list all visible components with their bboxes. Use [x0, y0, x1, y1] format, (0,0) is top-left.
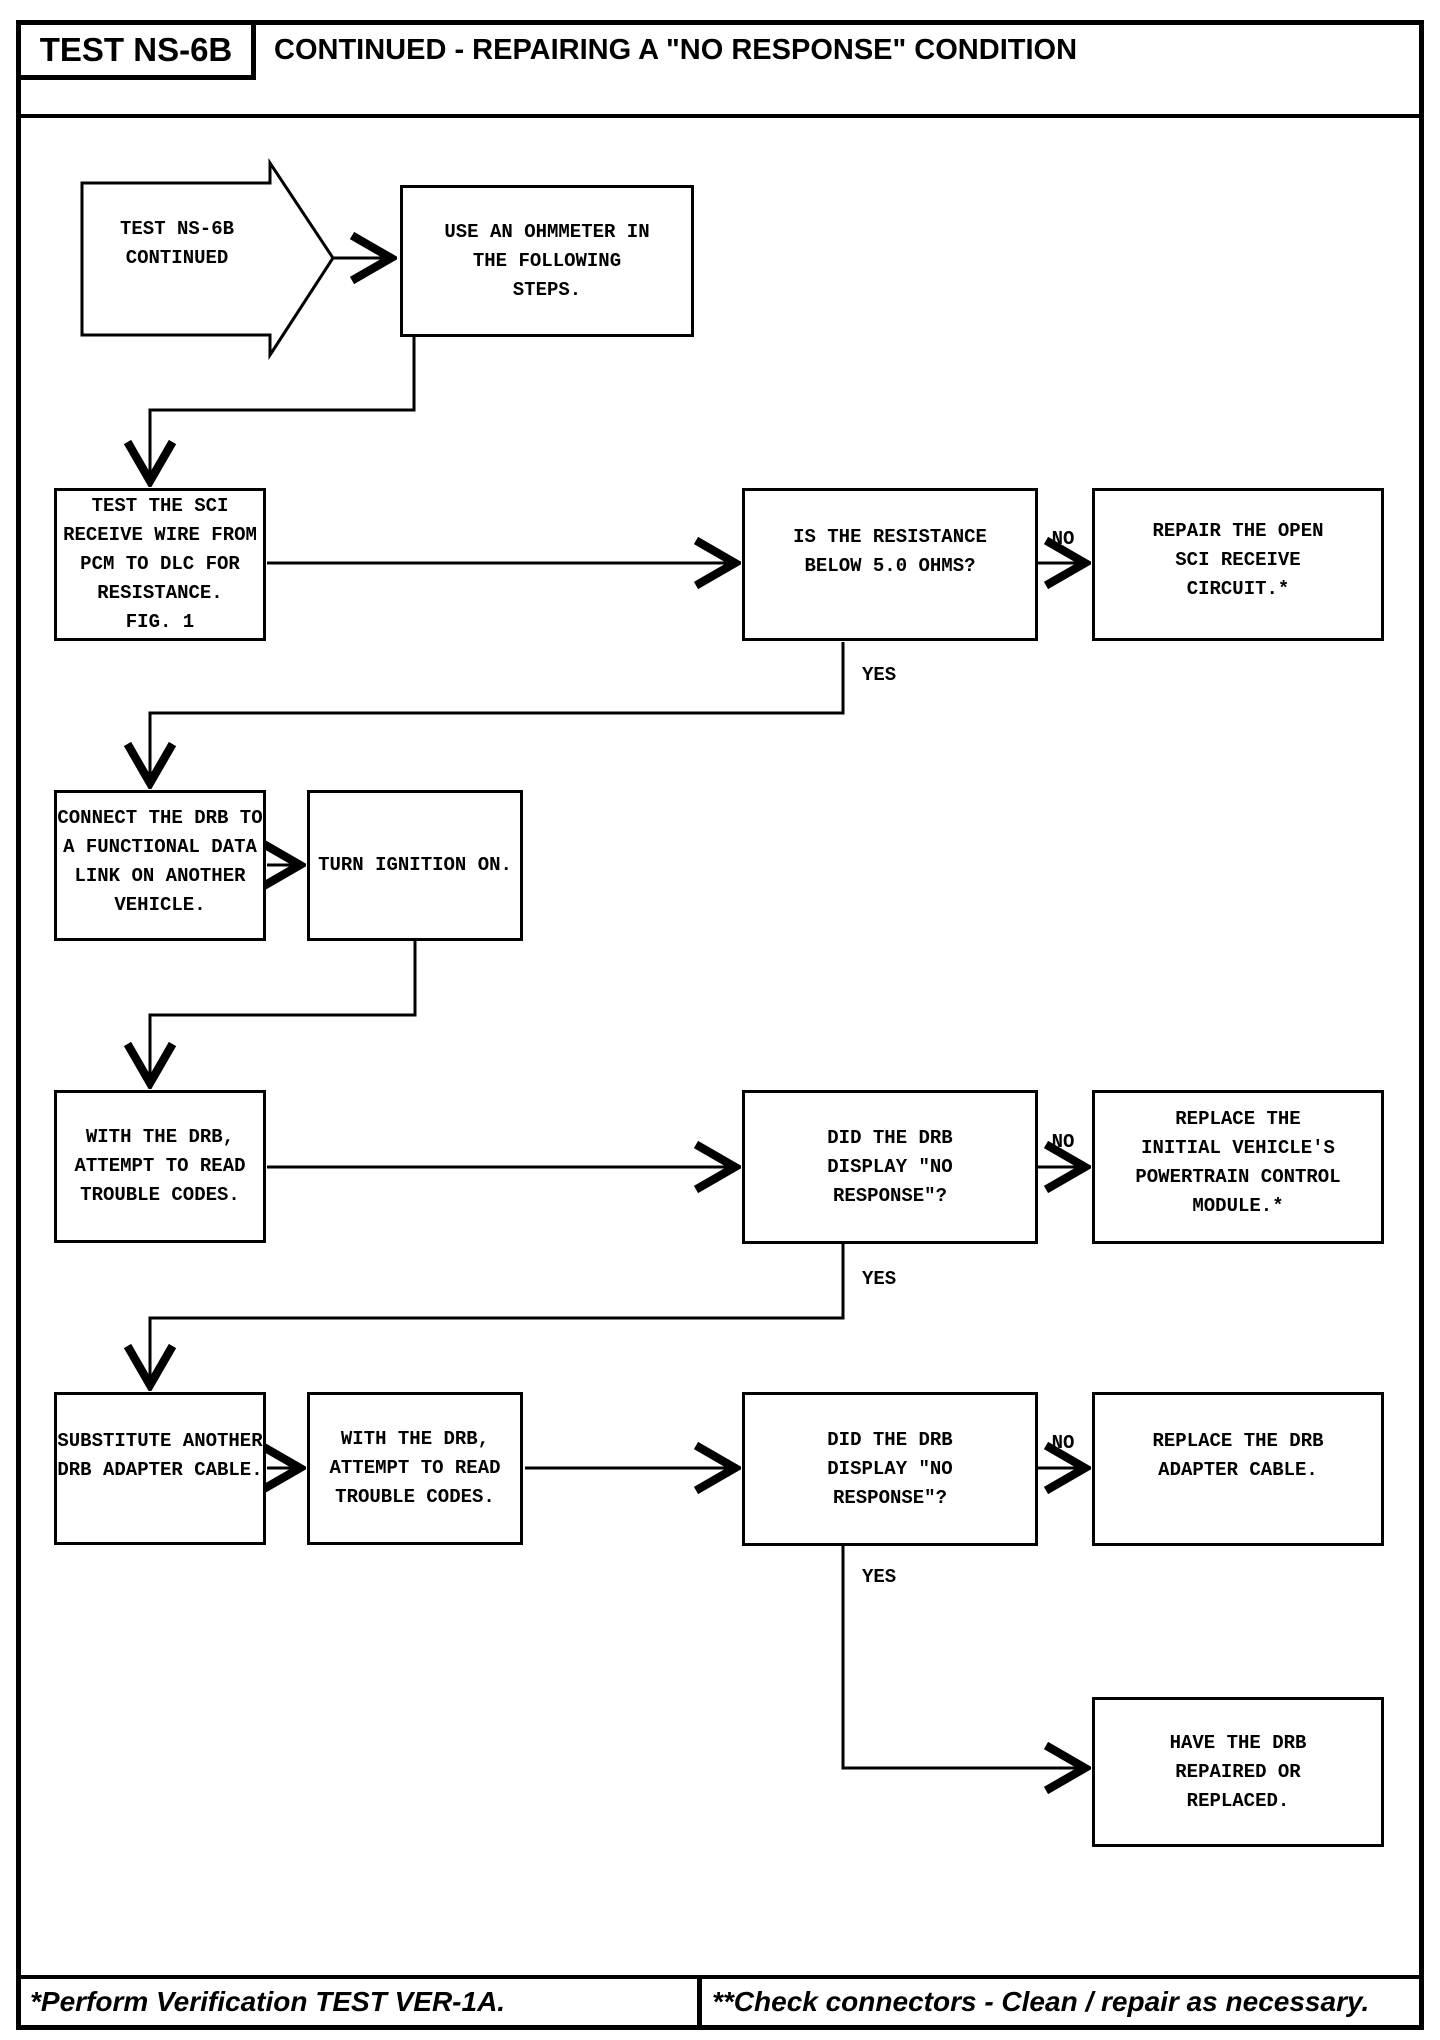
start-block-arrow	[80, 158, 335, 361]
edge-label-no-2: NO	[1051, 1131, 1075, 1153]
node-substitute-adapter-cable: SUBSTITUTE ANOTHER DRB ADAPTER CABLE.	[54, 1392, 266, 1545]
footnote-check-connectors: **Check connectors - Clean / repair as n…	[712, 1986, 1370, 2017]
test-id: TEST NS-6B	[39, 31, 233, 68]
test-id-box: TEST NS-6B	[16, 20, 256, 80]
edge-yes3	[841, 1546, 1082, 1768]
edge-ignition-to-read1	[150, 941, 417, 1080]
node-repair-open-sci-receive-circuit: REPAIR THE OPEN SCI RECEIVE CIRCUIT.*	[1092, 488, 1384, 641]
node-attempt-read-trouble-codes-1: WITH THE DRB, ATTEMPT TO READ TROUBLE CO…	[54, 1090, 266, 1243]
node-replace-drb-adapter-cable: REPLACE THE DRB ADAPTER CABLE.	[1092, 1392, 1384, 1546]
node-did-drb-display-no-response-1: DID THE DRB DISPLAY "NO RESPONSE"?	[742, 1090, 1038, 1244]
node-did-drb-display-no-response-2: DID THE DRB DISPLAY "NO RESPONSE"?	[742, 1392, 1038, 1546]
header-separator-line	[16, 114, 1424, 118]
node-turn-ignition-on: TURN IGNITION ON.	[307, 790, 523, 941]
node-attempt-read-trouble-codes-2: WITH THE DRB, ATTEMPT TO READ TROUBLE CO…	[307, 1392, 523, 1545]
page-title: CONTINUED - REPAIRING A "NO RESPONSE" CO…	[274, 33, 1078, 66]
node-have-drb-repaired: HAVE THE DRB REPAIRED OR REPLACED.	[1092, 1697, 1384, 1847]
page-border	[16, 20, 1424, 2030]
node-is-resistance-below-5-ohms: IS THE RESISTANCE BELOW 5.0 OHMS?	[742, 488, 1038, 641]
start-arrow-label: TEST NS-6B CONTINUED	[119, 218, 235, 269]
node-test-sci-receive-wire: TEST THE SCI RECEIVE WIRE FROM PCM TO DL…	[54, 488, 266, 641]
node-replace-powertrain-control-module: REPLACE THE INITIAL VEHICLE'S POWERTRAIN…	[1092, 1090, 1384, 1244]
edge-ohmmeter-to-sci	[150, 337, 416, 478]
edge-label-yes-1: YES	[862, 664, 897, 686]
footer-separator-line	[16, 1975, 1424, 1979]
footer-divider	[697, 1975, 702, 2030]
edge-yes2	[150, 1244, 845, 1382]
footnote-verification: *Perform Verification TEST VER-1A.	[30, 1986, 506, 2017]
node-use-ohmmeter: USE AN OHMMETER IN THE FOLLOWING STEPS.	[400, 185, 694, 337]
edge-yes1	[150, 642, 845, 780]
edge-label-no-1: NO	[1051, 528, 1075, 550]
edge-label-yes-3: YES	[862, 1566, 897, 1588]
edge-label-no-3: NO	[1051, 1432, 1075, 1454]
edge-label-yes-2: YES	[862, 1268, 897, 1290]
node-connect-drb-another-vehicle: CONNECT THE DRB TO A FUNCTIONAL DATA LIN…	[54, 790, 266, 941]
